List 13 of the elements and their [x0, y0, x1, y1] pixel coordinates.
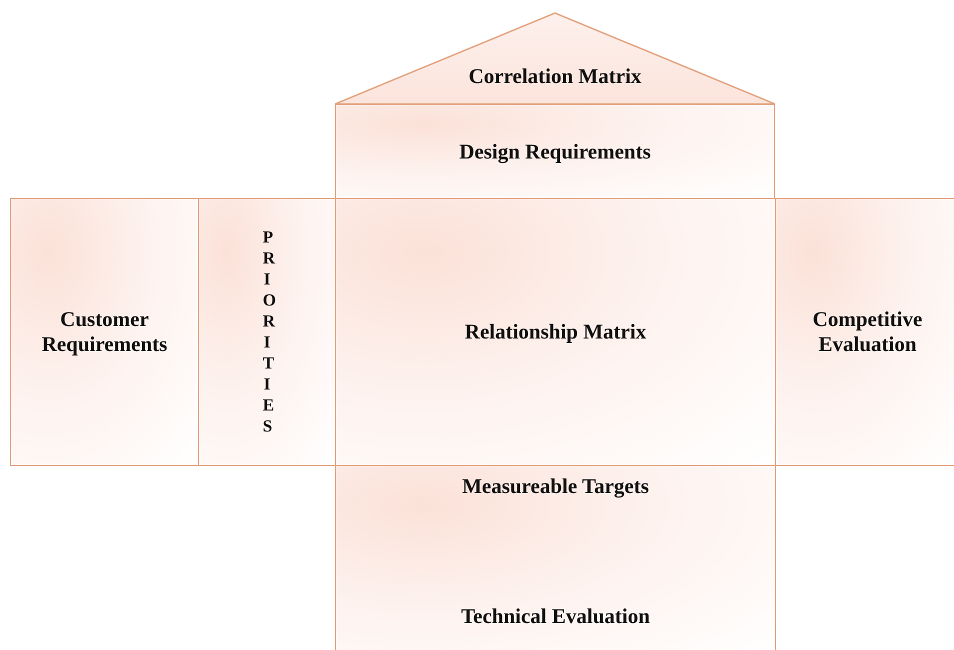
section-label: Measureable Targets	[462, 474, 649, 499]
section-label: Relationship Matrix	[464, 320, 646, 344]
section-label: Design Requirements	[459, 139, 651, 164]
section-label: Customer Requirements	[40, 307, 168, 357]
targets-evaluation-box	[335, 465, 776, 650]
customer-requirements-box	[10, 198, 199, 466]
relationship-matrix-box	[335, 198, 776, 466]
section-label: Competitive Evaluation	[812, 307, 924, 357]
design-requirements-box	[335, 104, 775, 199]
priorities-column	[198, 198, 336, 466]
section-label: Technical Evaluation	[461, 604, 650, 629]
roof-label: Correlation Matrix	[468, 64, 642, 89]
competitive-evaluation-box	[775, 198, 954, 466]
